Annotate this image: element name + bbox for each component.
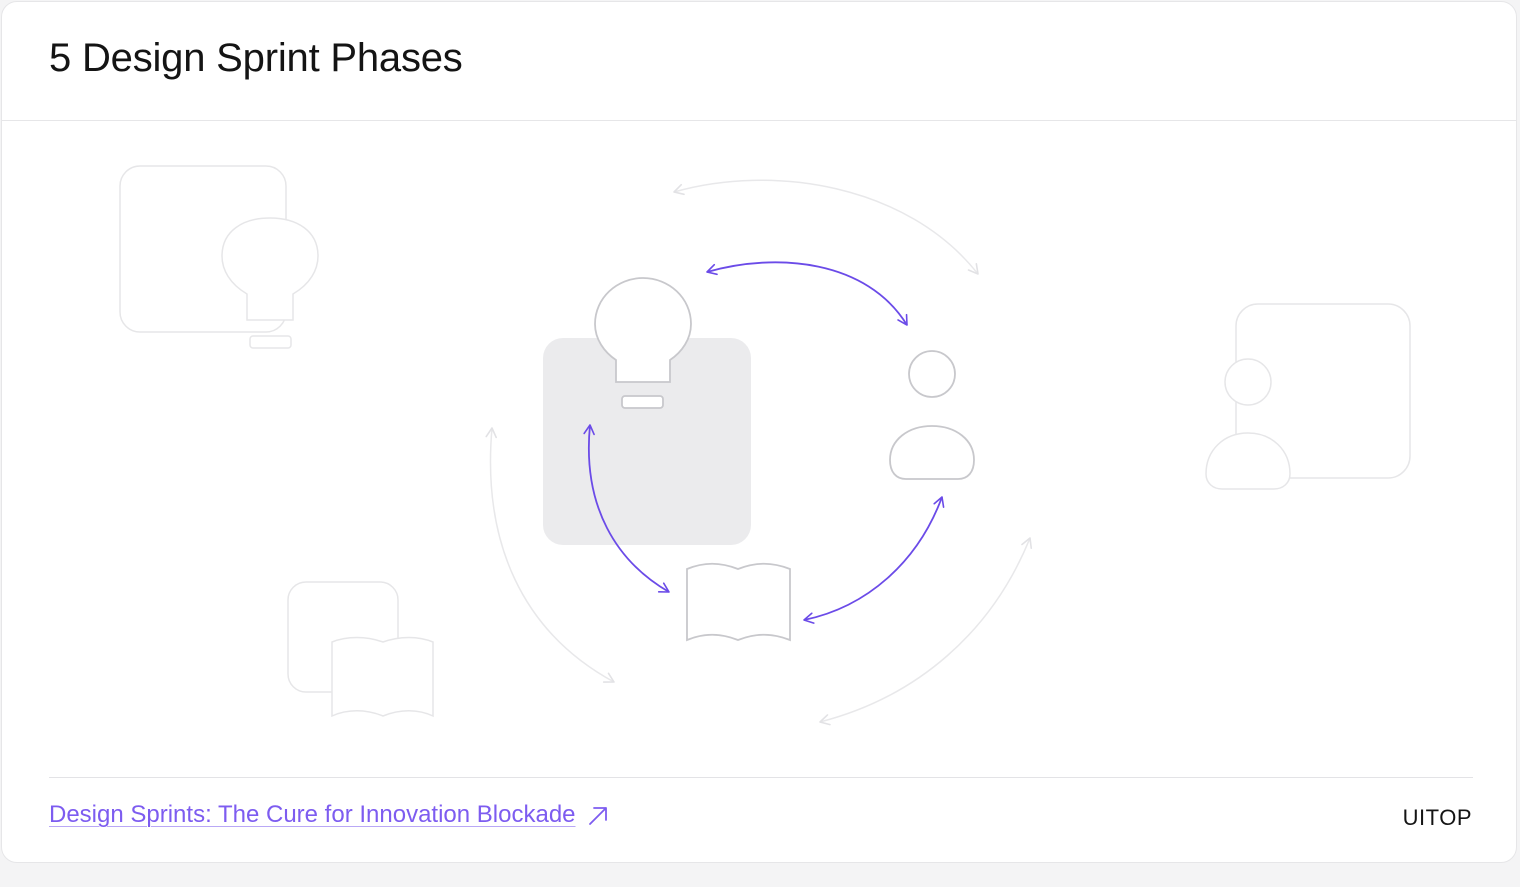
person-icon (889, 350, 975, 480)
faded-person-head (1224, 358, 1272, 406)
diagram-card: 5 Design Sprint Phases (1, 1, 1517, 863)
faded-lightbulb-base (249, 335, 292, 349)
lightbulb-icon (594, 277, 692, 409)
outer-cycle-arrows (485, 179, 1033, 726)
inner-cycle-arrows (583, 261, 945, 624)
outer-arrow-top (673, 179, 979, 275)
faded-book-frame (287, 581, 434, 718)
footer-divider (49, 777, 1473, 778)
faded-book-icon (331, 636, 434, 718)
arrow-lightbulb-person (706, 261, 908, 326)
faded-person-body (1205, 432, 1291, 490)
source-article-link[interactable]: Design Sprints: The Cure for Innovation … (49, 800, 610, 830)
external-link-icon (588, 807, 607, 825)
outer-arrow-bottom-right (819, 537, 1033, 726)
book-icon (686, 562, 791, 642)
faded-lightbulb-frame (119, 165, 319, 349)
source-link-label: Design Sprints: The Cure for Innovation … (49, 801, 576, 828)
design-sprint-diagram (119, 165, 1411, 726)
arrow-person-book (803, 496, 945, 624)
faded-lightbulb-icon (221, 217, 319, 321)
faded-person-frame (1205, 303, 1411, 490)
arrow-book-lightbulb (583, 424, 670, 593)
brand-name: UITOP (1402, 805, 1472, 830)
outer-arrow-left (485, 427, 615, 683)
header-divider (2, 120, 1516, 121)
page-title: 5 Design Sprint Phases (49, 36, 463, 80)
